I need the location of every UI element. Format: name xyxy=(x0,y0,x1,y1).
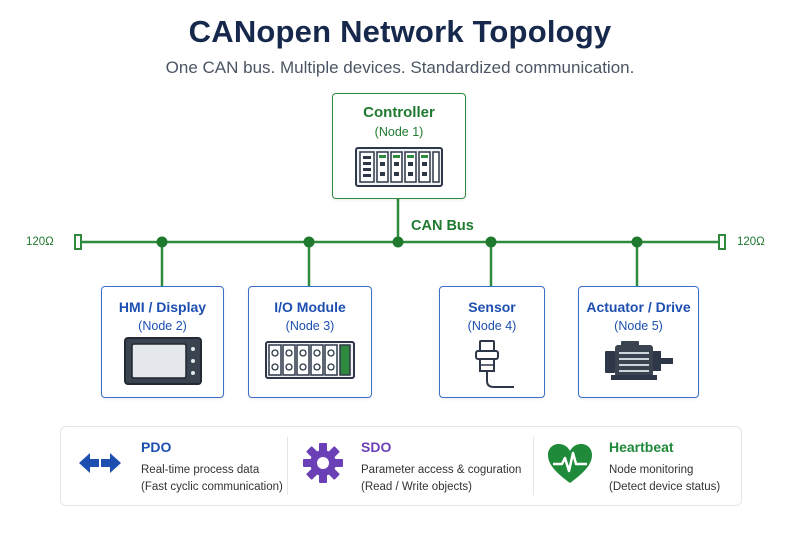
legend-sdo-desc: Parameter access & coguration (Read / Wr… xyxy=(361,462,521,496)
legend-heartbeat-line2: (Detect device status) xyxy=(609,481,721,493)
junction-dot xyxy=(485,236,497,248)
io-module-name: I/O Module xyxy=(274,299,346,315)
actuator-drive-node-id: (Node 5) xyxy=(614,319,663,333)
sensor-name: Sensor xyxy=(468,299,516,315)
junction-dot xyxy=(631,236,643,248)
terminator-left-label: 120Ω xyxy=(26,236,54,248)
sensor-icon xyxy=(475,340,514,388)
protocol-legend: PDO Real-time process data (Fast cyclic … xyxy=(60,426,742,506)
right-terminator xyxy=(718,234,726,250)
page-subtitle: One CAN bus. Multiple devices. Standardi… xyxy=(165,58,635,77)
junction-dot xyxy=(392,236,404,248)
controller-name: Controller xyxy=(363,104,435,121)
io-module-icon xyxy=(265,341,355,379)
can-bus-label: CAN Bus xyxy=(411,218,474,234)
heart-icon xyxy=(548,444,592,483)
double-arrow-icon xyxy=(79,453,121,473)
junction-dot xyxy=(303,236,315,248)
legend-item-pdo: PDO Real-time process data (Fast cyclic … xyxy=(77,427,287,505)
terminator-right-label: 120Ω xyxy=(737,236,765,248)
gear-icon xyxy=(303,443,343,483)
legend-pdo-line1: Real-time process data xyxy=(141,464,260,476)
legend-heartbeat-desc: Node monitoring (Detect device status) xyxy=(609,462,720,496)
plc-icon xyxy=(355,147,443,187)
io-module-node: I/O Module (Node 3) xyxy=(248,286,372,398)
legend-divider xyxy=(533,437,534,495)
left-terminator xyxy=(74,234,82,250)
legend-divider xyxy=(287,437,288,495)
junction-dot xyxy=(156,236,168,248)
hmi-display-name: HMI / Display xyxy=(118,299,207,315)
legend-sdo-line2: (Read / Write objects) xyxy=(361,481,472,493)
legend-item-sdo: SDO Parameter access & coguration (Read … xyxy=(301,427,531,505)
hmi-display-node-id: (Node 2) xyxy=(138,319,187,333)
page-title: CANopen Network Topology xyxy=(188,14,612,49)
actuator-drive-node: Actuator / Drive (Node 5) xyxy=(578,286,699,398)
legend-pdo-title: PDO xyxy=(141,439,172,455)
controller-node-id: (Node 1) xyxy=(374,125,424,139)
sensor-node: Sensor (Node 4) xyxy=(439,286,545,398)
legend-pdo-desc: Real-time process data (Fast cyclic comm… xyxy=(141,462,283,496)
motor-icon xyxy=(605,341,673,380)
io-module-node-id: (Node 3) xyxy=(285,319,335,333)
legend-sdo-title: SDO xyxy=(361,439,392,455)
legend-sdo-line1: Parameter access & coguration xyxy=(361,464,522,476)
controller-node: Controller (Node 1) xyxy=(332,93,466,199)
legend-heartbeat-title: Heartbeat xyxy=(609,439,674,455)
hmi-display-node: HMI / Display (Node 2) xyxy=(101,286,224,398)
actuator-drive-name: Actuator / Drive xyxy=(586,299,691,315)
legend-item-heartbeat: Heartbeat Node monitoring (Detect device… xyxy=(547,427,737,505)
legend-pdo-line2: (Fast cyclic communication) xyxy=(141,481,283,493)
legend-heartbeat-line1: Node monitoring xyxy=(609,464,694,476)
sensor-node-id: (Node 4) xyxy=(467,319,517,333)
display-icon xyxy=(124,337,202,385)
